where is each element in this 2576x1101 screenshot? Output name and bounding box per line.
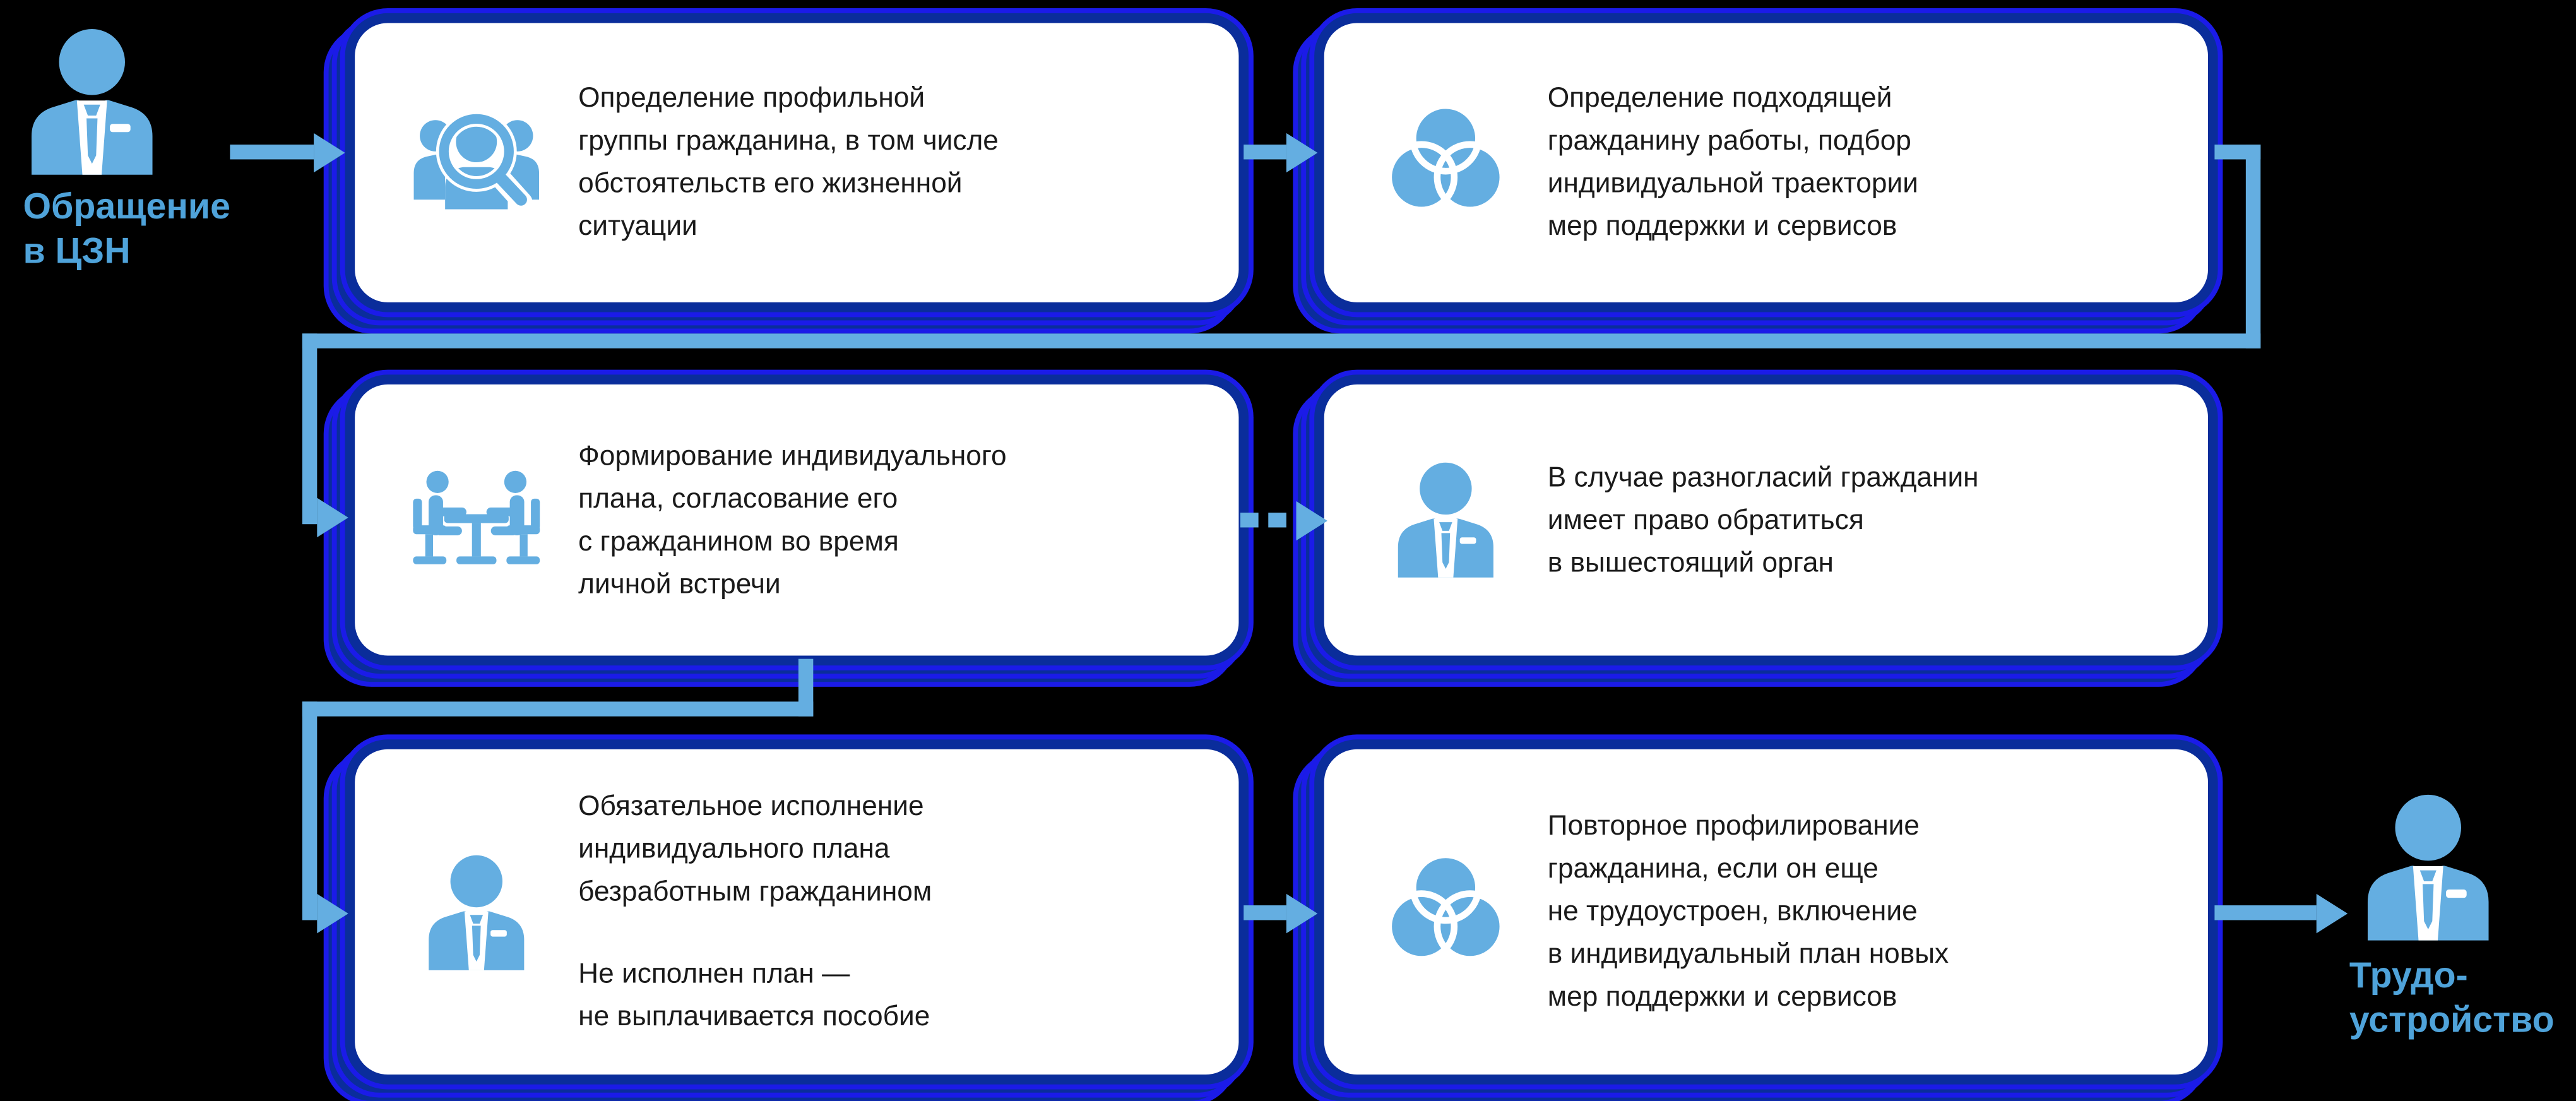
- arrowhead-icon: [1296, 500, 1327, 540]
- arrowhead-icon: [2316, 893, 2348, 933]
- step-text: Определение подходящей гражданину работы…: [1547, 82, 1918, 242]
- connector-2-to-3: [2245, 145, 2261, 348]
- people-search-icon: [413, 110, 540, 211]
- venn-circles-icon: [1385, 851, 1507, 963]
- person-icon: [31, 28, 153, 175]
- step-card-3: Формирование индивидуального плана, согл…: [345, 374, 1249, 666]
- arrowhead-icon: [317, 893, 348, 933]
- arrowhead-icon: [314, 132, 345, 172]
- connector-2-to-3: [302, 333, 318, 525]
- venn-circles-icon: [1385, 102, 1507, 214]
- step-text: Обязательное исполнение индивидуального …: [578, 790, 932, 907]
- person-tie-icon: [429, 854, 525, 970]
- connector-3-to-5: [302, 701, 318, 920]
- dashed-arrow-3-to-4: [1268, 513, 1286, 528]
- meeting-table-icon: [413, 470, 540, 564]
- arrow-6-to-end: [2214, 905, 2317, 920]
- dashed-arrow-3-to-4: [1240, 513, 1259, 528]
- step-text: Формирование индивидуального плана, согл…: [578, 439, 1007, 599]
- step-card-6: Повторное профилирование гражданина, есл…: [1314, 739, 2218, 1085]
- start-label: Обращение в ЦЗН: [23, 186, 230, 271]
- person-icon: [2367, 794, 2489, 941]
- step-card-2: Определение подходящей гражданину работы…: [1314, 13, 2218, 312]
- step-text: В случае разногласий гражданин имеет пра…: [1547, 461, 1979, 578]
- arrowhead-icon: [317, 497, 348, 537]
- arrow-5-to-6: [1243, 905, 1286, 920]
- step-text: Определение профильной группы гражданина…: [578, 82, 999, 242]
- arrow-1-to-2: [1243, 145, 1286, 160]
- person-tie-icon: [1398, 462, 1493, 578]
- connector-2-to-3: [302, 333, 2261, 348]
- arrow-start-to-1: [230, 145, 314, 160]
- arrowhead-icon: [1286, 893, 1318, 933]
- step-card-4: В случае разногласий гражданин имеет пра…: [1314, 374, 2218, 666]
- step-card-5: Обязательное исполнение индивидуального …: [345, 739, 1249, 1085]
- end-label: Трудо- устройство: [2349, 955, 2555, 1040]
- arrowhead-icon: [1286, 132, 1318, 172]
- step-text-note: Не исполнен план — не выплачивается посо…: [578, 958, 930, 1032]
- step-card-1: Определение профильной группы гражданина…: [345, 13, 1249, 312]
- connector-3-to-5: [302, 701, 814, 717]
- step-text: Повторное профилирование гражданина, есл…: [1547, 810, 1949, 1013]
